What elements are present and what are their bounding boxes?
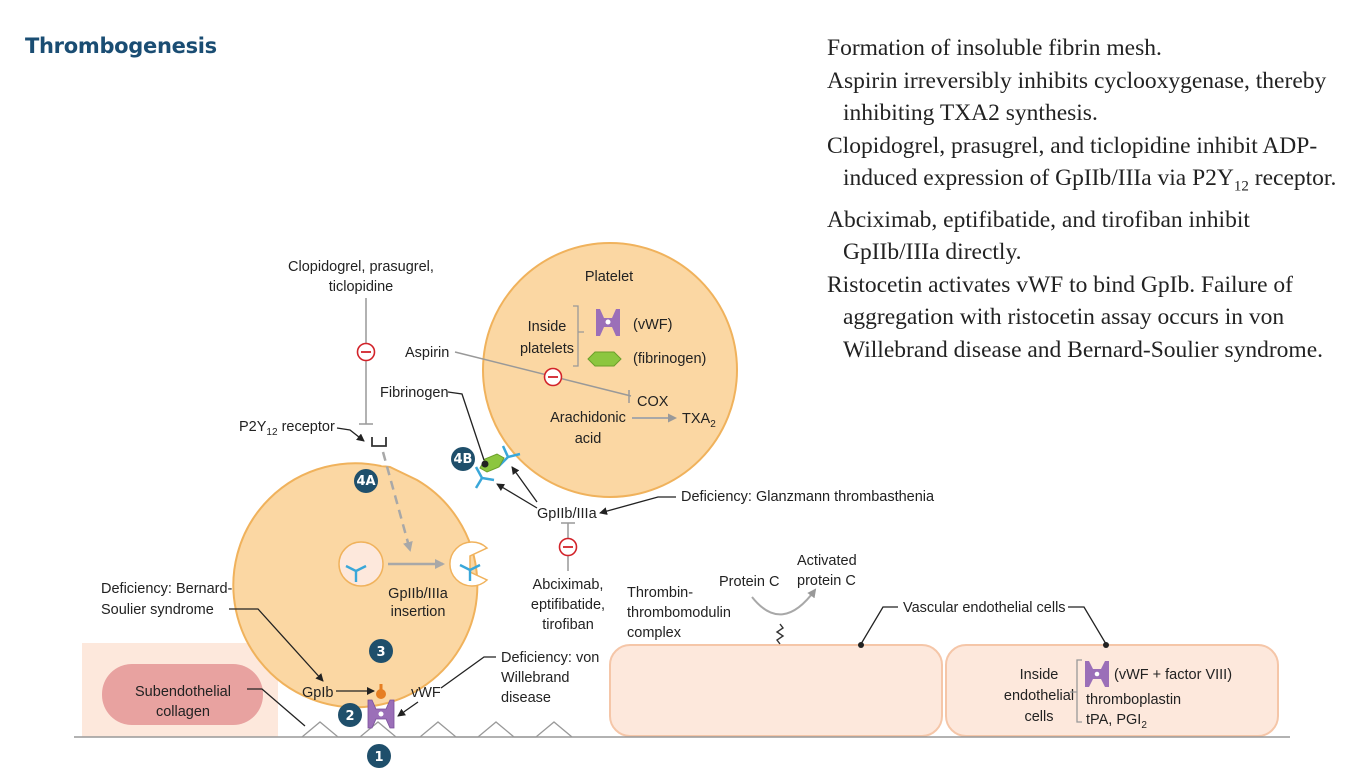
gpib-label: GpIb xyxy=(302,685,333,701)
badge-1: 1 xyxy=(367,744,391,768)
bernard-soulier-label: Deficiency: Bernard-Soulier syndrome xyxy=(101,581,233,618)
collagen-pointer xyxy=(247,688,306,727)
badge-4b: 4B xyxy=(451,447,475,471)
p2y12-receptor-icon xyxy=(371,437,387,447)
badge-4a: 4A xyxy=(354,469,378,493)
svg-text:1: 1 xyxy=(374,750,383,765)
protein-c-activation-arrow xyxy=(751,588,817,616)
endo-item-tpa: tPA, PGI2 xyxy=(1086,712,1147,731)
endothelial-bracket xyxy=(1070,659,1082,723)
svg-text:4A: 4A xyxy=(356,474,375,489)
protein-c-label: Protein C xyxy=(719,574,779,590)
granule-fusing xyxy=(449,541,489,587)
subendothelial-collagen xyxy=(102,664,263,725)
fibrinogen-pointer-dot xyxy=(481,460,489,468)
note-fibrin: Formation of insoluble fibrin mesh. xyxy=(827,35,1162,61)
fibrinogen-bridge-icon xyxy=(479,453,505,473)
fibrinogen-granule-label: (fibrinogen) xyxy=(633,351,706,367)
svg-text:4B: 4B xyxy=(454,452,473,467)
vwf-label: vWF xyxy=(411,685,441,701)
vascular-pointer-right xyxy=(1068,606,1107,645)
vwf-pointer xyxy=(397,701,419,717)
endo-item-vwf: (vWF + factor VIII) xyxy=(1114,667,1232,683)
gp2b3a-pointer-upper xyxy=(511,466,538,503)
note-aspirin: Aspirin irreversibly inhibits cyclooxyge… xyxy=(827,67,1327,127)
p2y12-receptor-label: P2Y12 receptor xyxy=(239,419,335,438)
gp2b3a-receptor-lower xyxy=(474,466,495,489)
endothelial-cell-middle xyxy=(609,644,943,737)
page-title: Thrombogenesis xyxy=(25,34,217,58)
vwf-granule-icon-dot xyxy=(605,319,611,325)
svg-text:2: 2 xyxy=(345,709,354,724)
gp2b3a-label: GpIIb/IIIa xyxy=(537,506,598,522)
note-abciximab: Abciximab, eptifibatide, and tirofiban i… xyxy=(827,206,1250,266)
bernard-soulier-pointer xyxy=(229,608,324,682)
binding-site: GpIb vWF xyxy=(302,684,441,729)
receptor-icon-left xyxy=(345,564,367,582)
clopidogrel-group: Clopidogrel, prasugrel,ticlopidine P2Y12… xyxy=(239,259,434,447)
fibrinogen-label: Fibrinogen xyxy=(380,385,449,401)
glanzmann-label: Deficiency: Glanzmann thrombasthenia xyxy=(681,489,935,505)
txa2-label: TXA2 xyxy=(682,411,716,430)
notes-panel: Formation of insoluble fibrin mesh. Aspi… xyxy=(827,32,1347,367)
p2y12-signal-arrow xyxy=(381,451,413,552)
note-clopidogrel: Clopidogrel, prasugrel, and ticlopidine … xyxy=(827,132,1337,196)
vascular-pointer-left xyxy=(860,606,898,645)
clopidogrel-label: Clopidogrel, prasugrel,ticlopidine xyxy=(288,259,434,295)
note-ristocetin: Ristocetin activates vWF to bind GpIb. F… xyxy=(827,271,1324,364)
aspirin-group: Aspirin xyxy=(405,345,632,403)
thrombomodulin-icon xyxy=(775,623,785,645)
gp2b3a-pointer-lower xyxy=(496,483,538,509)
granule-left xyxy=(338,541,384,587)
vessel-wall xyxy=(74,643,1290,738)
glanzmann-pointer xyxy=(599,496,676,515)
receptor-icon-right xyxy=(459,563,481,581)
fibrinogen-pointer xyxy=(447,391,485,461)
p2y12-pointer xyxy=(336,427,365,442)
vascular-label: Vascular endothelial cells xyxy=(903,600,1066,616)
vwf-granule-label: (vWF) xyxy=(633,317,672,333)
endo-item-thromboplastin: thromboplastin xyxy=(1086,692,1181,708)
badge-2: 2 xyxy=(338,703,362,727)
abciximab-label: Abciximab,eptifibatide,tirofiban xyxy=(531,577,605,633)
endothelial-cell-right xyxy=(945,644,1279,737)
fibrinogen-granule-icon xyxy=(587,351,622,367)
svg-text:3: 3 xyxy=(376,645,385,660)
bernard-soulier-group: Deficiency: Bernard-Soulier syndrome xyxy=(101,581,324,682)
platelet-body xyxy=(482,242,738,498)
aspirin-line xyxy=(454,351,632,397)
vwd-pointer xyxy=(440,656,496,689)
platelet-label: Platelet xyxy=(585,269,633,285)
badge-3: 3 xyxy=(369,639,393,663)
gpib-receptor-icon xyxy=(376,689,386,699)
collagen-fibers xyxy=(301,721,573,738)
inside-platelets-bracket xyxy=(573,305,584,367)
aspirin-label: Aspirin xyxy=(405,345,449,361)
cox-label: COX xyxy=(637,394,669,410)
gp2b3a-group: GpIIb/IIIa Deficiency: Glanzmann thromba… xyxy=(496,466,935,633)
